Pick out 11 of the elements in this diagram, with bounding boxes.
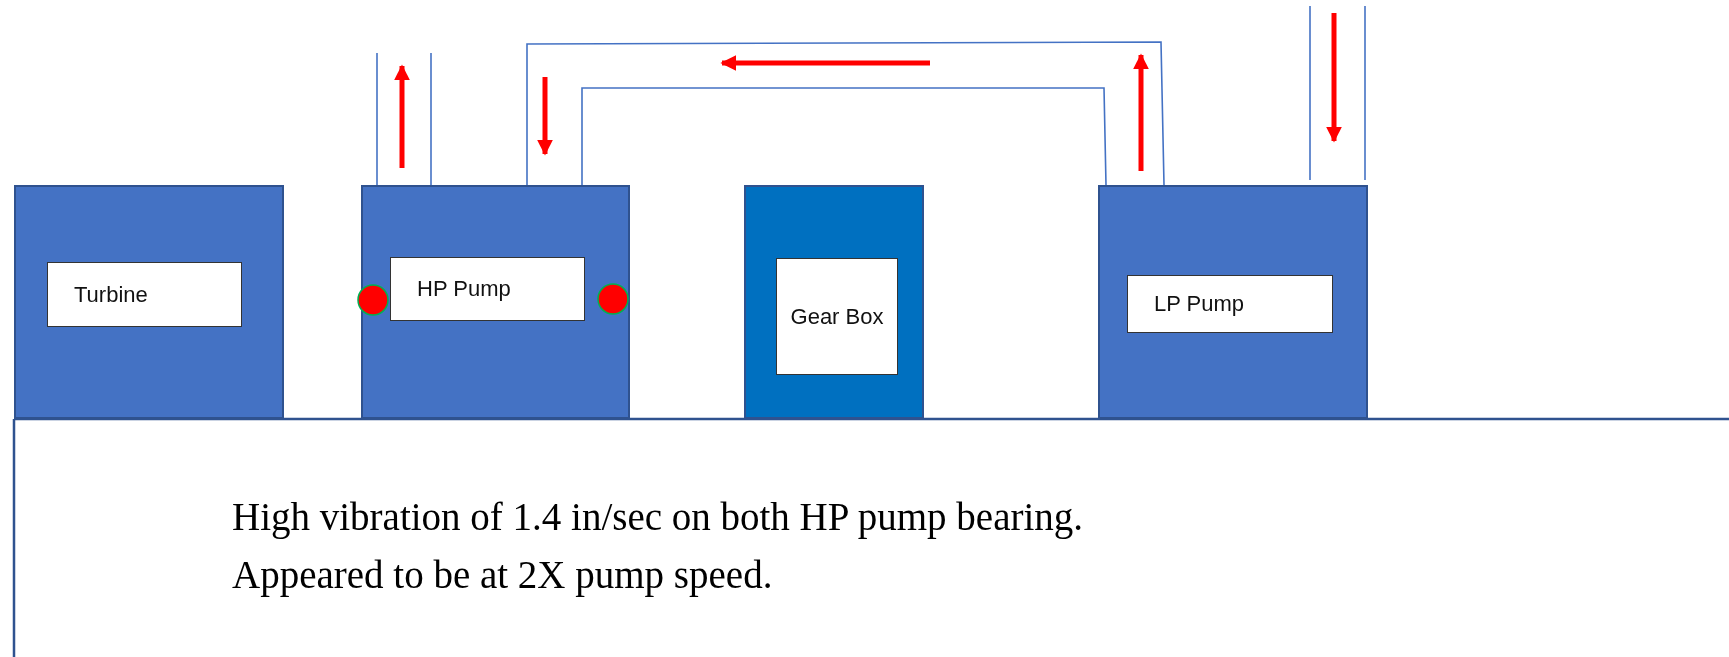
note-text: Appeared to be at 2X pump speed. — [232, 552, 773, 597]
machine-block — [744, 185, 924, 419]
machine-block — [361, 185, 630, 419]
label-box: HP Pump — [390, 257, 585, 321]
note-text: High vibration of 1.4 in/sec on both HP pump bearing. — [232, 494, 1084, 539]
pipe — [526, 41, 1165, 186]
label-box: Gear Box — [776, 258, 898, 375]
label-box: Turbine — [47, 262, 242, 327]
machine-block — [1098, 185, 1368, 419]
machine-block — [14, 185, 284, 419]
label-box: LP Pump — [1127, 275, 1333, 333]
